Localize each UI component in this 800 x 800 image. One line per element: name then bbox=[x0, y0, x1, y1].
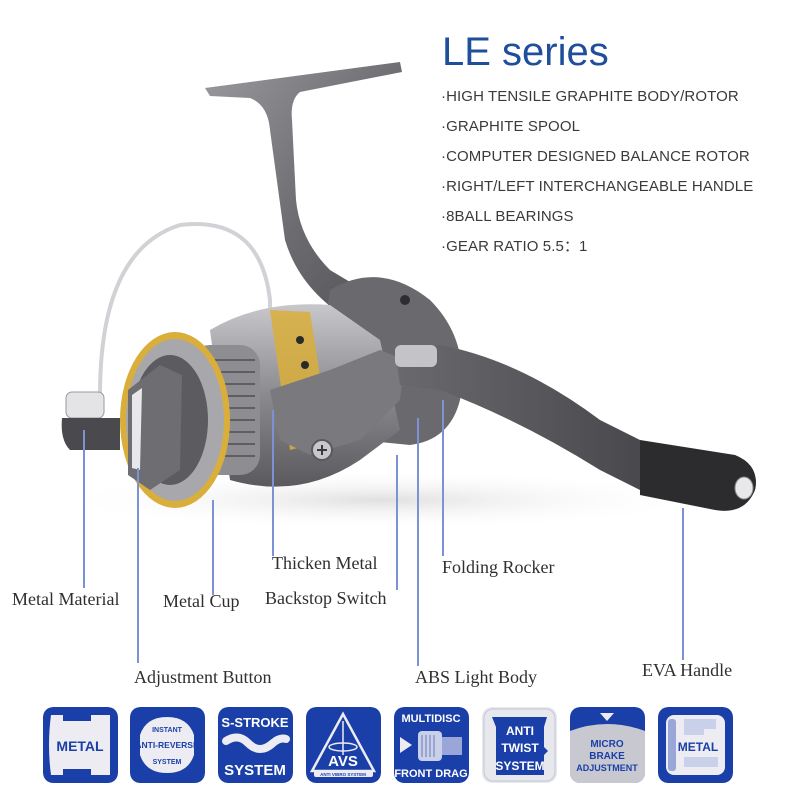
callout-line-eva-handle bbox=[682, 508, 684, 660]
feature-item: ·GEAR RATIO 5.5：1 bbox=[441, 238, 588, 255]
svg-text:SYSTEM: SYSTEM bbox=[224, 762, 286, 779]
label-metal-material: Metal Material bbox=[12, 589, 120, 609]
badge-avs: AVS ANTI VIBRO SYSTEM bbox=[306, 707, 381, 783]
feature-list: ·HIGH TENSILE GRAPHITE BODY/ROTOR ·GRAPH… bbox=[441, 86, 753, 266]
fishing-reel-photo bbox=[50, 62, 756, 530]
badge-s-stroke: S-STROKE SYSTEM bbox=[218, 707, 293, 783]
label-thicken-metal: Thicken Metal bbox=[272, 553, 378, 573]
avs-icon: AVS ANTI VIBRO SYSTEM bbox=[306, 707, 381, 783]
feature-item: ·HIGH TENSILE GRAPHITE BODY/ROTOR bbox=[441, 88, 739, 105]
badge-multidisc: MULTIDISC FRONT DRAG bbox=[394, 707, 469, 783]
svg-text:FRONT DRAG: FRONT DRAG bbox=[394, 768, 467, 780]
label-folding-rocker: Folding Rocker bbox=[442, 557, 555, 577]
s-stroke-icon: S-STROKE SYSTEM bbox=[218, 707, 293, 783]
svg-text:AVS: AVS bbox=[328, 753, 358, 770]
label-eva-handle: EVA Handle bbox=[642, 660, 733, 680]
callout-line-thicken-metal bbox=[272, 410, 274, 556]
svg-text:ANTI: ANTI bbox=[506, 724, 534, 738]
svg-text:METAL: METAL bbox=[678, 740, 718, 754]
svg-text:SYSTEM: SYSTEM bbox=[153, 759, 182, 766]
feature-item: ·COMPUTER DESIGNED BALANCE ROTOR bbox=[441, 148, 750, 165]
badge-micro-brake: MICRO BRAKE ADJUSTMENT bbox=[570, 707, 645, 783]
label-abs-light-body: ABS Light Body bbox=[415, 667, 538, 687]
svg-text:ANTI VIBRO SYSTEM: ANTI VIBRO SYSTEM bbox=[320, 772, 366, 777]
callout-line-adjustment-button bbox=[137, 468, 139, 663]
svg-text:METAL: METAL bbox=[56, 738, 104, 754]
metal-spool-icon: METAL bbox=[658, 707, 733, 783]
feature-item: ·RIGHT/LEFT INTERCHANGEABLE HANDLE bbox=[441, 178, 754, 195]
svg-text:BRAKE: BRAKE bbox=[589, 751, 625, 762]
svg-text:S-STROKE: S-STROKE bbox=[221, 715, 289, 730]
feature-item: ·8BALL BEARINGS bbox=[441, 208, 574, 225]
svg-text:ADJUSTMENT: ADJUSTMENT bbox=[576, 763, 638, 773]
label-metal-cup: Metal Cup bbox=[163, 591, 240, 611]
anti-twist-icon: ANTI TWIST SYSTEM bbox=[482, 707, 557, 783]
callout-line-folding-rocker bbox=[442, 400, 444, 556]
svg-text:TWIST: TWIST bbox=[501, 741, 539, 755]
svg-text:SYSTEM: SYSTEM bbox=[495, 759, 544, 773]
micro-brake-icon: MICRO BRAKE ADJUSTMENT bbox=[570, 707, 645, 783]
badge-metal-2: METAL bbox=[658, 707, 733, 783]
svg-text:INSTANT: INSTANT bbox=[152, 727, 183, 734]
svg-text:ANTI-REVERSE: ANTI-REVERSE bbox=[135, 740, 199, 750]
badge-anti-reverse: INSTANT ANTI-REVERSE SYSTEM bbox=[130, 707, 205, 783]
feature-item: ·GRAPHITE SPOOL bbox=[441, 118, 581, 135]
label-adjustment-button: Adjustment Button bbox=[134, 667, 272, 687]
callout-line-backstop-switch bbox=[396, 455, 398, 590]
callout-line-abs-light-body bbox=[417, 418, 419, 666]
metal-spool-icon: METAL bbox=[43, 707, 118, 783]
callout-line-metal-cup bbox=[212, 500, 214, 595]
svg-text:MICRO: MICRO bbox=[590, 739, 624, 750]
badge-anti-twist: ANTI TWIST SYSTEM bbox=[482, 707, 557, 783]
badge-metal: METAL bbox=[43, 707, 118, 783]
callout-line-metal-material bbox=[83, 430, 85, 588]
multidisc-drag-icon: MULTIDISC FRONT DRAG bbox=[394, 707, 469, 783]
svg-text:MULTIDISC: MULTIDISC bbox=[401, 713, 460, 725]
series-title: LE series bbox=[442, 30, 609, 74]
label-backstop-switch: Backstop Switch bbox=[265, 588, 387, 608]
anti-reverse-icon: INSTANT ANTI-REVERSE SYSTEM bbox=[130, 707, 205, 783]
